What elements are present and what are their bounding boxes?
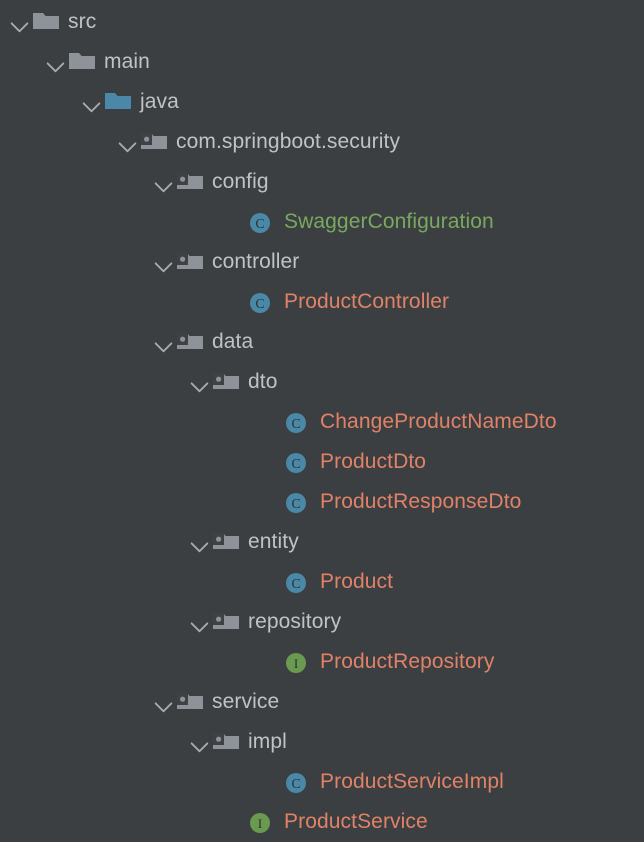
java-class-icon: C <box>284 569 314 595</box>
chevron-placeholder-icon <box>260 490 284 514</box>
folder-gray-icon <box>68 49 98 75</box>
chevron-placeholder-icon <box>224 210 248 234</box>
tree-row[interactable]: service <box>0 682 644 722</box>
tree-row-label: impl <box>248 730 287 753</box>
chevron-placeholder-icon <box>224 810 248 834</box>
chevron-placeholder-icon <box>260 770 284 794</box>
tree-row-label: ProductController <box>284 290 450 313</box>
chevron-placeholder-icon <box>260 450 284 474</box>
package-icon <box>176 329 206 355</box>
tree-row-label: ProductRepository <box>320 650 495 673</box>
tree-row[interactable]: C ProductServiceImpl <box>0 762 644 802</box>
chevron-down-icon[interactable] <box>188 610 212 634</box>
package-icon <box>140 129 170 155</box>
svg-text:I: I <box>258 816 262 831</box>
svg-text:C: C <box>291 496 300 511</box>
chevron-placeholder-icon <box>260 410 284 434</box>
svg-text:C: C <box>291 576 300 591</box>
java-class-icon: C <box>284 489 314 515</box>
tree-row-label: controller <box>212 250 300 273</box>
tree-row-label: java <box>140 90 179 113</box>
package-icon <box>176 689 206 715</box>
tree-row-label: ChangeProductNameDto <box>320 410 557 433</box>
tree-row[interactable]: C SwaggerConfiguration <box>0 202 644 242</box>
tree-row-label: com.springboot.security <box>176 130 401 153</box>
tree-row-label: ProductService <box>284 810 428 833</box>
tree-row-label: main <box>104 50 150 73</box>
tree-row-label: ProductResponseDto <box>320 490 522 513</box>
tree-row[interactable]: repository <box>0 602 644 642</box>
chevron-down-icon[interactable] <box>152 330 176 354</box>
package-icon <box>212 529 242 555</box>
tree-row-label: src <box>68 10 97 33</box>
package-icon <box>212 729 242 755</box>
svg-text:C: C <box>291 456 300 471</box>
tree-row[interactable]: java <box>0 82 644 122</box>
tree-row[interactable]: main <box>0 42 644 82</box>
chevron-down-icon[interactable] <box>152 250 176 274</box>
tree-row[interactable]: impl <box>0 722 644 762</box>
tree-row[interactable]: C ProductController <box>0 282 644 322</box>
tree-row-label: data <box>212 330 254 353</box>
tree-row[interactable]: dto <box>0 362 644 402</box>
chevron-placeholder-icon <box>260 570 284 594</box>
tree-row-label: config <box>212 170 269 193</box>
java-interface-icon: I <box>248 809 278 835</box>
tree-row[interactable]: controller <box>0 242 644 282</box>
tree-row-label: SwaggerConfiguration <box>284 210 494 233</box>
svg-text:C: C <box>291 416 300 431</box>
svg-text:I: I <box>294 656 298 671</box>
chevron-down-icon[interactable] <box>188 370 212 394</box>
tree-row-label: repository <box>248 610 342 633</box>
svg-text:C: C <box>255 216 264 231</box>
tree-row[interactable]: C Product <box>0 562 644 602</box>
chevron-down-icon[interactable] <box>116 130 140 154</box>
chevron-placeholder-icon <box>260 650 284 674</box>
tree-row[interactable]: com.springboot.security <box>0 122 644 162</box>
tree-row-label: entity <box>248 530 299 553</box>
chevron-down-icon[interactable] <box>44 50 68 74</box>
chevron-placeholder-icon <box>224 290 248 314</box>
java-class-icon: C <box>248 289 278 315</box>
folder-gray-icon <box>32 9 62 35</box>
tree-row-label: service <box>212 690 280 713</box>
java-class-icon: C <box>284 449 314 475</box>
tree-row[interactable]: I ProductRepository <box>0 642 644 682</box>
tree-row-label: Product <box>320 570 394 593</box>
java-class-icon: C <box>284 769 314 795</box>
package-icon <box>212 369 242 395</box>
java-interface-icon: I <box>284 649 314 675</box>
tree-row[interactable]: data <box>0 322 644 362</box>
chevron-down-icon[interactable] <box>80 90 104 114</box>
tree-row[interactable]: entity <box>0 522 644 562</box>
svg-text:C: C <box>291 776 300 791</box>
tree-row[interactable]: config <box>0 162 644 202</box>
java-class-icon: C <box>248 209 278 235</box>
chevron-down-icon[interactable] <box>152 170 176 194</box>
package-icon <box>176 169 206 195</box>
chevron-down-icon[interactable] <box>188 730 212 754</box>
tree-row[interactable]: src <box>0 2 644 42</box>
tree-row[interactable]: C ProductDto <box>0 442 644 482</box>
folder-source-blue-icon <box>104 89 134 115</box>
tree-row[interactable]: C ProductResponseDto <box>0 482 644 522</box>
tree-row[interactable]: C ChangeProductNameDto <box>0 402 644 442</box>
tree-row-label: dto <box>248 370 278 393</box>
tree-row-label: ProductServiceImpl <box>320 770 504 793</box>
svg-text:C: C <box>255 296 264 311</box>
tree-row[interactable]: I ProductService <box>0 802 644 842</box>
package-icon <box>212 609 242 635</box>
chevron-down-icon[interactable] <box>8 10 32 34</box>
tree-row-label: ProductDto <box>320 450 427 473</box>
chevron-down-icon[interactable] <box>152 690 176 714</box>
package-icon <box>176 249 206 275</box>
chevron-down-icon[interactable] <box>188 530 212 554</box>
java-class-icon: C <box>284 409 314 435</box>
